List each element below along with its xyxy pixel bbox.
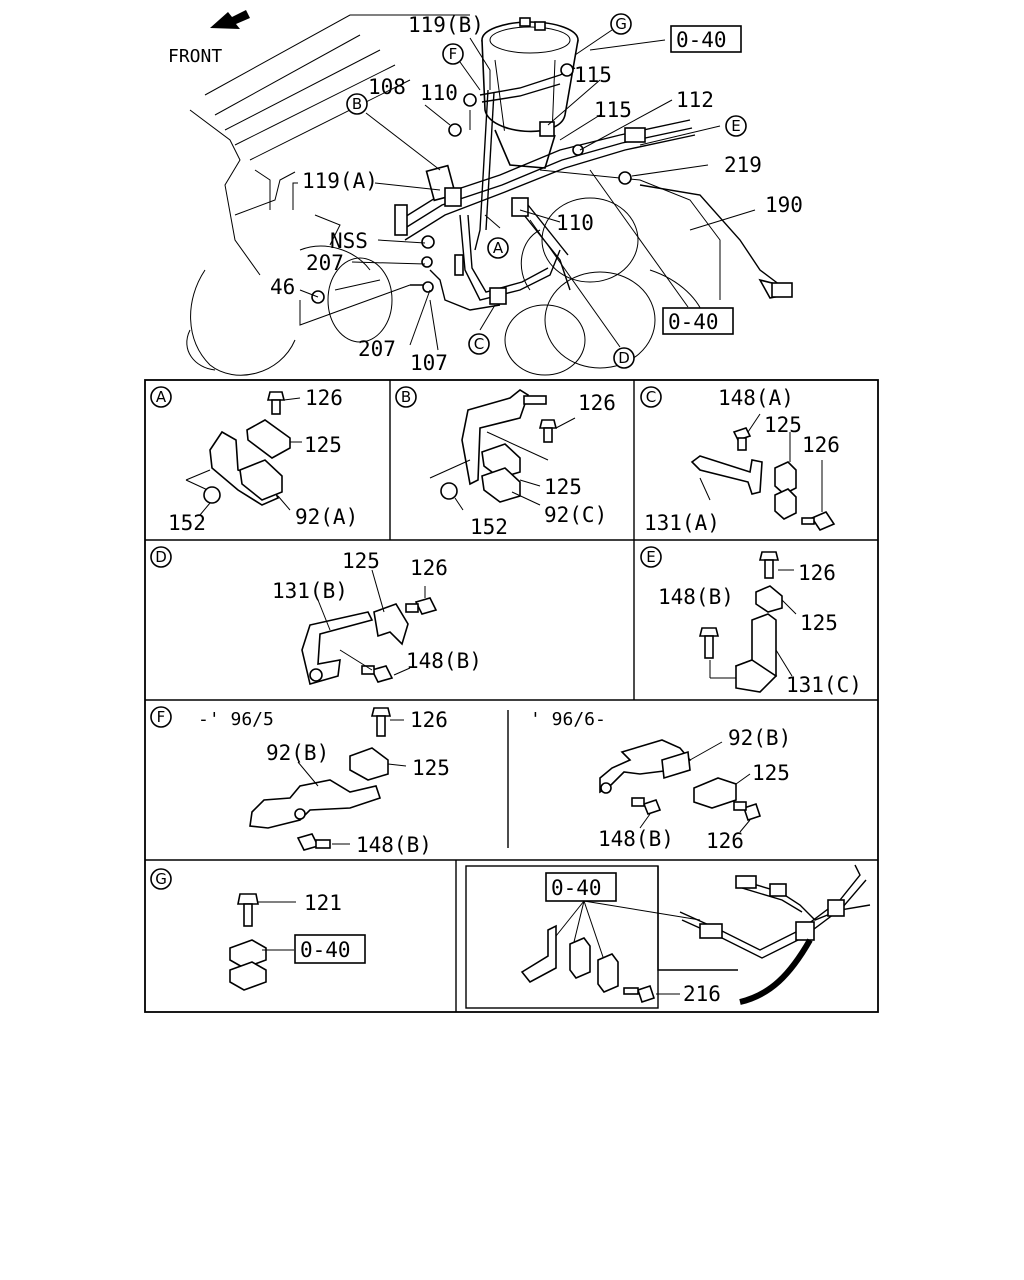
label-207-lower: 207 (358, 337, 396, 361)
panel-d-label-131b: 131(B) (272, 579, 348, 603)
panel-e-label-131c: 131(C) (786, 673, 862, 697)
panel-f-label-126-early: 126 (410, 708, 448, 732)
front-arrow-icon (210, 10, 250, 29)
label-190: 190 (765, 193, 803, 217)
main-clamps (311, 63, 793, 305)
panel-f-label-92b-early: 92(B) (266, 741, 329, 765)
callout-c: C (474, 335, 484, 353)
label-207-upper: 207 (306, 251, 344, 275)
panel-c-label-148a: 148(A) (718, 386, 794, 410)
panel-h-ref-040: 0-40 (551, 876, 602, 900)
panel-c: C 148(A) 125 126 131(A) (640, 386, 840, 535)
engine-block-outline (186, 14, 721, 376)
callout-b: B (352, 95, 362, 113)
panel-b-label-152: 152 (470, 515, 508, 539)
panel-h: 0-40 216 (465, 864, 871, 1009)
ref-box-040-top (670, 25, 742, 53)
panel-b-callout-circle (395, 386, 417, 408)
panel-d: D 125 126 131(B) 148(B) (150, 546, 482, 685)
panel-c-callout: C (646, 388, 656, 406)
label-108: 108 (368, 75, 406, 99)
detail-grid (144, 379, 879, 1013)
panel-d-callout-circle (150, 546, 172, 568)
panel-a-label-92a: 92(A) (295, 505, 358, 529)
ref-040-mid: 0-40 (668, 310, 719, 334)
panel-a: A 126 125 152 92(A) (150, 386, 358, 535)
panel-g-ref-040: 0-40 (300, 938, 351, 962)
panel-g-callout: G (155, 870, 167, 888)
panel-g: G 0-40 121 (150, 868, 366, 991)
callout-g: G (615, 15, 627, 33)
label-219: 219 (724, 153, 762, 177)
panel-e-callout-circle (640, 546, 662, 568)
label-nss: NSS (330, 229, 368, 253)
label-107: 107 (410, 351, 448, 375)
ref-040-top: 0-40 (676, 28, 727, 52)
panel-e-label-126: 126 (798, 561, 836, 585)
panel-f-label-125-early: 125 (412, 756, 450, 780)
panel-h-ref-box (545, 872, 617, 902)
panel-f-label-148b-late: 148(B) (598, 827, 674, 851)
panel-c-label-126: 126 (802, 433, 840, 457)
panel-g-label-121: 121 (304, 891, 342, 915)
front-label: FRONT (168, 46, 222, 67)
panel-d-label-125: 125 (342, 549, 380, 573)
callout-f-circle (442, 43, 464, 65)
panel-f-callout-circle (150, 706, 172, 728)
panel-d-label-126: 126 (410, 556, 448, 580)
panel-e-label-148b: 148(B) (658, 585, 734, 609)
panel-e: E 126 148(B) 125 131(C) (640, 546, 862, 697)
panel-f-label-125-late: 125 (752, 761, 790, 785)
panel-b-label-92c: 92(C) (544, 503, 607, 527)
label-110-upper: 110 (420, 81, 458, 105)
panel-f-label-148b-early: 148(B) (356, 833, 432, 857)
callout-f: F (449, 45, 458, 63)
label-119b: 119(B) (408, 13, 484, 37)
panel-f-period-early: -' 96/5 (198, 709, 274, 730)
panel-c-label-131a: 131(A) (644, 511, 720, 535)
label-115-lower: 115 (594, 98, 632, 122)
panel-b-callout: B (401, 388, 411, 406)
callout-d-circle (613, 347, 635, 369)
panel-g-ref-box (294, 934, 366, 964)
panel-e-callout: E (646, 548, 655, 566)
panel-a-label-125: 125 (304, 433, 342, 457)
panel-b: B 126 125 152 92(C) (395, 386, 616, 539)
panel-h-label-216: 216 (683, 982, 721, 1006)
panel-f-label-126-late: 126 (706, 829, 744, 853)
panel-f-label-92b-late: 92(B) (728, 726, 791, 750)
callout-c-circle (468, 333, 490, 355)
panel-b-label-126: 126 (578, 391, 616, 415)
panel-f: F -' 96/5 ' 96/6- 126 92(B) 125 148(B) 9… (150, 706, 791, 857)
callout-g-circle (610, 13, 632, 35)
panel-a-callout-circle (150, 386, 172, 408)
panel-c-callout-circle (640, 386, 662, 408)
panel-c-label-125: 125 (764, 413, 802, 437)
panel-f-callout: F (157, 708, 166, 726)
callout-d: D (618, 349, 630, 367)
panel-a-label-152: 152 (168, 511, 206, 535)
panel-a-label-126: 126 (305, 386, 343, 410)
label-119a: 119(A) (302, 169, 378, 193)
callout-a: A (493, 239, 504, 257)
panel-e-label-125: 125 (800, 611, 838, 635)
label-115-upper: 115 (574, 63, 612, 87)
ref-box-040-mid (662, 307, 734, 335)
callout-a-circle (487, 237, 509, 259)
label-112: 112 (676, 88, 714, 112)
panel-d-callout: D (155, 548, 167, 566)
panel-a-callout: A (156, 388, 167, 406)
label-110-lower: 110 (556, 211, 594, 235)
callout-b-circle (346, 93, 368, 115)
label-46: 46 (270, 275, 295, 299)
panel-f-period-late: ' 96/6- (530, 709, 606, 730)
main-assembly-view: FRONT (168, 10, 803, 376)
panel-b-label-125: 125 (544, 475, 582, 499)
callout-e-circle (725, 115, 747, 137)
panel-d-label-148b: 148(B) (406, 649, 482, 673)
panel-g-callout-circle (150, 868, 172, 890)
main-leaders (292, 29, 756, 351)
callout-e: E (731, 117, 740, 135)
